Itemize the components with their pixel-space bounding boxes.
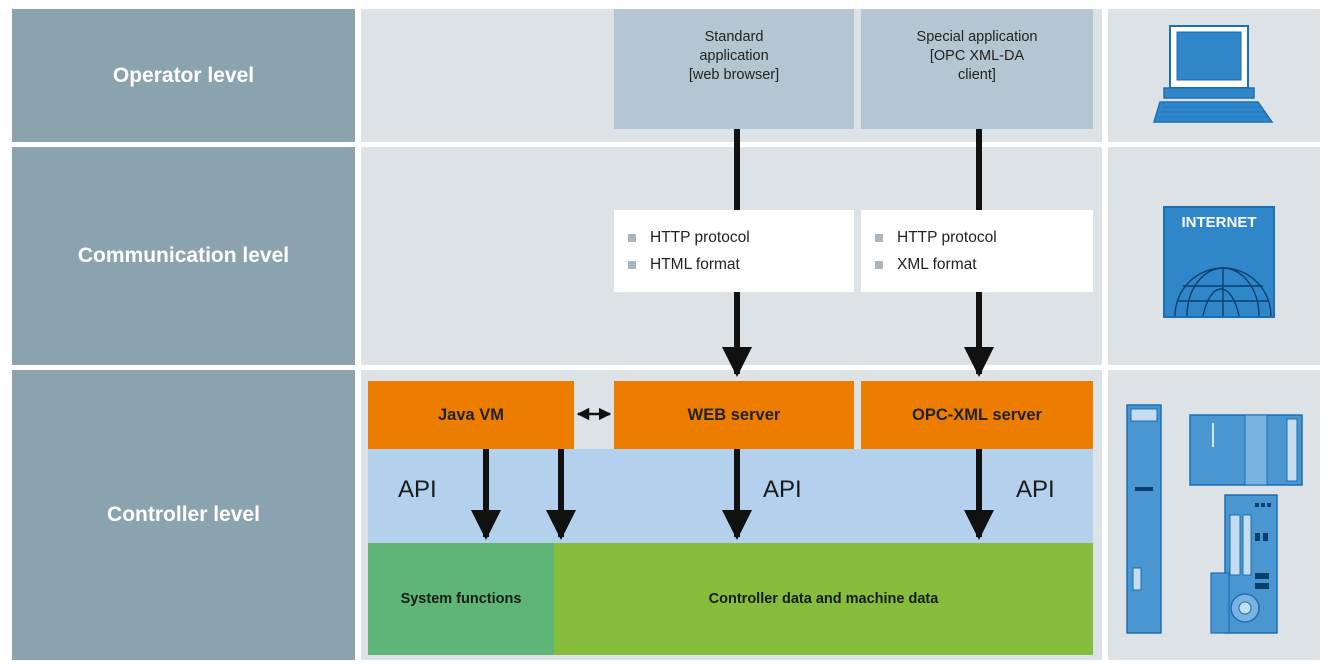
special-app-line-2: [OPC XML-DA [929, 48, 1025, 64]
protocol-item: XML format [875, 251, 1093, 278]
internet-label: INTERNET [1182, 214, 1257, 231]
computer-icon [1152, 25, 1274, 123]
protocol-item: HTML format [628, 251, 854, 278]
protocol-item: HTTP protocol [628, 224, 854, 251]
protocol-item: HTTP protocol [875, 224, 1093, 251]
operator-level-label: Operator level [12, 9, 355, 142]
protocol-box-right: HTTP protocol XML format [861, 210, 1093, 292]
bullet-icon [628, 233, 636, 242]
api-label-middle: API [763, 476, 802, 503]
java-vm-box: Java VM [368, 381, 574, 449]
protocol-box-left: HTTP protocol HTML format [614, 210, 854, 292]
communication-level-label: Communication level [12, 147, 355, 365]
api-label-left: API [398, 476, 437, 503]
standard-app-line-2: application [699, 48, 769, 64]
bullet-icon [628, 260, 636, 269]
standard-app-line-3: [web browser] [688, 67, 780, 83]
controller-level-label: Controller level [12, 370, 355, 660]
api-label-right: API [1016, 476, 1055, 503]
opc-xml-server-box: OPC-XML server [861, 381, 1093, 449]
special-app-line-3: client] [958, 67, 996, 83]
special-app-line-1: Special application [916, 29, 1038, 45]
internet-globe-icon: INTERNET [1163, 206, 1275, 318]
controller-hardware-icon [1126, 404, 1303, 634]
bullet-icon [875, 233, 883, 242]
standard-application-box: Standard application [web browser] [614, 9, 854, 129]
web-server-box: WEB server [614, 381, 854, 449]
standard-app-line-1: Standard [704, 29, 764, 45]
controller-data-box: Controller data and machine data [554, 543, 1093, 655]
bullet-icon [875, 260, 883, 269]
special-application-box: Special application [OPC XML-DA client] [861, 9, 1093, 129]
system-functions-box: System functions [368, 543, 554, 655]
api-band [368, 449, 1093, 543]
